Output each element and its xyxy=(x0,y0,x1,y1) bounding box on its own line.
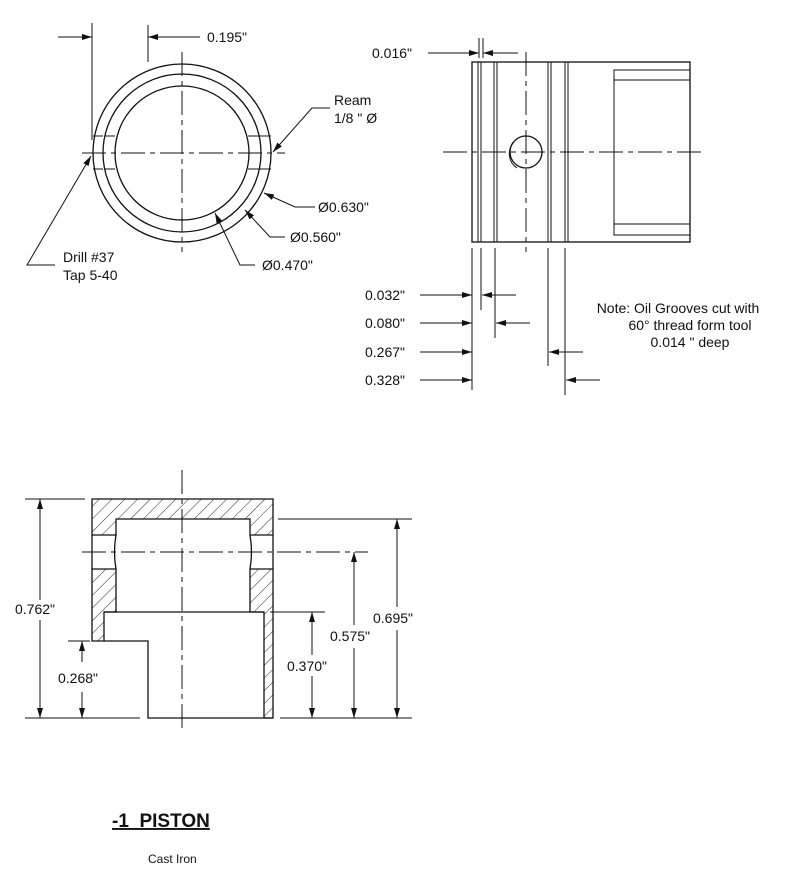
ream-leader xyxy=(272,107,330,153)
pin-hole-lines xyxy=(93,135,271,170)
tap-label: Tap 5-40 xyxy=(63,267,118,283)
dim-3: 0.328" xyxy=(365,372,405,388)
dim-1: 0.080" xyxy=(365,315,405,331)
ream-label: Ream xyxy=(334,92,371,108)
drill-label: Drill #37 xyxy=(63,249,115,265)
note-line-1: Note: Oil Grooves cut with xyxy=(597,300,760,316)
note-line-3: 0.014 " deep xyxy=(651,334,730,350)
top-view: 0.195" Ream 1/8 " Ø Ø0.630" Ø0.560" Ø0.4… xyxy=(26,23,377,283)
dim-skirt-bore: 0.370" xyxy=(287,658,327,674)
material-label: Cast Iron xyxy=(148,852,197,866)
drill-leader xyxy=(26,155,92,266)
pin-hole-chamfer xyxy=(508,141,518,169)
dim-0: 0.032" xyxy=(365,287,405,303)
dim-pin-height: 0.575" xyxy=(330,628,370,644)
bore-dia-leader xyxy=(214,212,255,266)
dim-2: 0.267" xyxy=(365,344,405,360)
dim-overall: 0.762" xyxy=(15,601,55,617)
dia-outer: Ø0.630" xyxy=(318,199,369,215)
dia-bore: Ø0.470" xyxy=(262,257,313,273)
right-wall-section xyxy=(249,568,274,719)
note-line-2: 60° thread form tool xyxy=(628,317,751,333)
part-title: -1 PISTON xyxy=(112,811,210,832)
left-wall-section xyxy=(91,568,117,642)
outer-dia-leader xyxy=(263,192,315,208)
dia-groove: Ø0.560" xyxy=(290,229,341,245)
dim-pin-offset: 0.195" xyxy=(207,29,247,45)
dim-skirt-step: 0.268" xyxy=(58,670,98,686)
ext-lines-below xyxy=(471,248,566,395)
dim-groove-width: 0.016" xyxy=(372,45,412,61)
dim-crown-inner: 0.695" xyxy=(373,610,413,626)
ream-size: 1/8 " Ø xyxy=(334,110,377,126)
section-view: 0.762" 0.268" 0.370" 0.575" 0.695" xyxy=(15,470,413,730)
side-view: 0.016" 0.032" 0.080" 0.267" 0.328" Note:… xyxy=(365,38,759,395)
groove-dia-leader xyxy=(244,209,285,238)
